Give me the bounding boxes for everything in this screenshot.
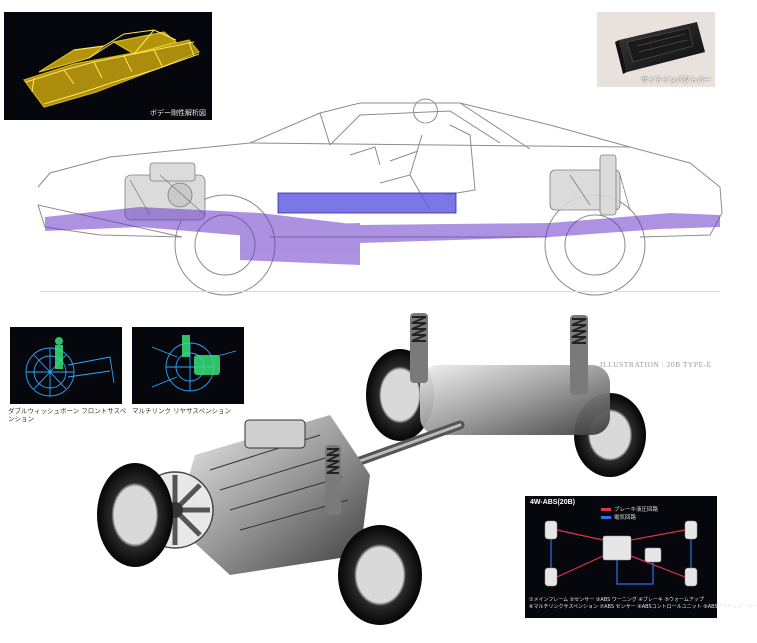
body-rigidity-caption: ボデー剛性解析図	[150, 109, 206, 117]
side-impact-bar-caption: サイドインパクトバー	[641, 76, 711, 84]
body-rigidity-panel: ボデー剛性解析図	[4, 12, 212, 120]
front-suspension-cad-image	[25, 337, 115, 397]
abs-note-line: ①メインフレーム ②センサー ③ABS ワーニング ④ブレーキ ⑤ウォームアップ	[529, 597, 704, 603]
abs-legend: ブレーキ液圧回路 電気回路	[601, 505, 658, 521]
side-impact-bar-photo: サイドインパクトバー	[597, 12, 715, 87]
body-frame-wireframe	[23, 29, 200, 108]
section-divider	[40, 291, 720, 292]
abs-diagram-panel: 4W-ABS(20B) ブレーキ液圧回路 電気回路 ①メインフレーム ②センサー…	[525, 496, 757, 618]
abs-circuit-diagram	[544, 520, 698, 587]
abs-notes: ①メインフレーム ②センサー ③ABS ワーニング ④ブレーキ ⑤ウォームアップ…	[529, 597, 757, 610]
side-impact-bar-image	[597, 12, 715, 87]
legend-swatch	[601, 515, 611, 519]
illustration-note: ILLUSTRATION : 20B TYPE-E	[600, 360, 712, 369]
abs-diagram-title: 4W-ABS(20B)	[530, 499, 575, 506]
car-phantom-view	[37, 98, 723, 296]
legend-label: ブレーキ液圧回路	[614, 507, 659, 513]
chassis-drivetrain-image	[97, 313, 646, 625]
legend-swatch	[601, 507, 611, 511]
legend-label: 電気回路	[614, 515, 637, 521]
rear-suspension-cad-panel	[132, 327, 244, 404]
chassis-drivetrain-illustration	[80, 305, 680, 635]
rear-suspension-cad-image	[151, 335, 237, 392]
rear-suspension-caption: マルチリンク リヤサスペンション	[132, 407, 231, 415]
car-cutaway-illustration	[30, 95, 730, 296]
abs-legend-item: ブレーキ液圧回路	[601, 505, 658, 513]
abs-legend-item: 電気回路	[601, 513, 658, 521]
front-suspension-cad-panel	[10, 327, 122, 404]
front-suspension-caption: ダブルウィッシュボーン フロントサスペンション	[8, 407, 127, 423]
abs-note-line: ⑥マルチリンクサスペンション ⑦ABS センサー ⑧ABSコントロールユニット …	[529, 603, 757, 610]
